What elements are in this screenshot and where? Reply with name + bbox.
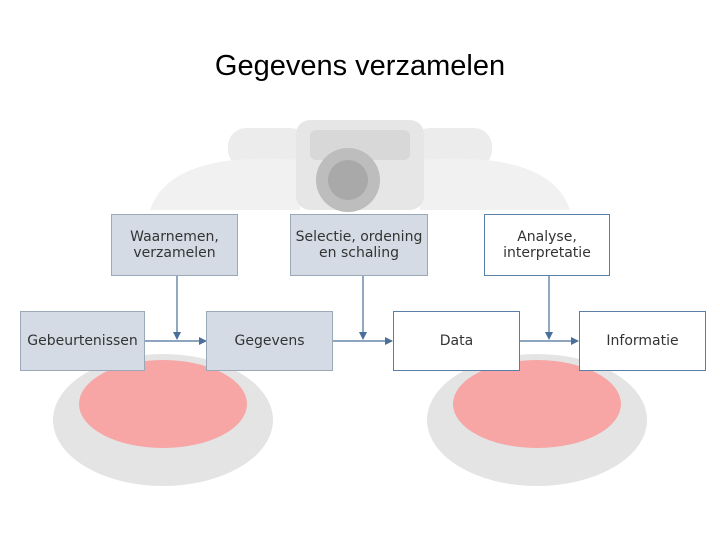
box-gebeurtenissen-label: Gebeurtenissen: [27, 333, 138, 349]
box-selectie: Selectie, ordening en schaling: [290, 214, 428, 276]
box-selectie-label: Selectie, ordening en schaling: [296, 229, 423, 261]
box-informatie: Informatie: [579, 311, 706, 371]
box-analyse: Analyse, interpretatie: [484, 214, 610, 276]
box-gebeurtenissen: Gebeurtenissen: [20, 311, 145, 371]
box-waarnemen-label: Waarnemen, verzamelen: [130, 229, 219, 261]
box-analyse-label: Analyse, interpretatie: [503, 229, 591, 261]
box-data-label: Data: [440, 333, 473, 349]
box-gegevens: Gegevens: [206, 311, 333, 371]
box-waarnemen: Waarnemen, verzamelen: [111, 214, 238, 276]
box-informatie-label: Informatie: [606, 333, 678, 349]
box-gegevens-label: Gegevens: [234, 333, 304, 349]
box-data: Data: [393, 311, 520, 371]
